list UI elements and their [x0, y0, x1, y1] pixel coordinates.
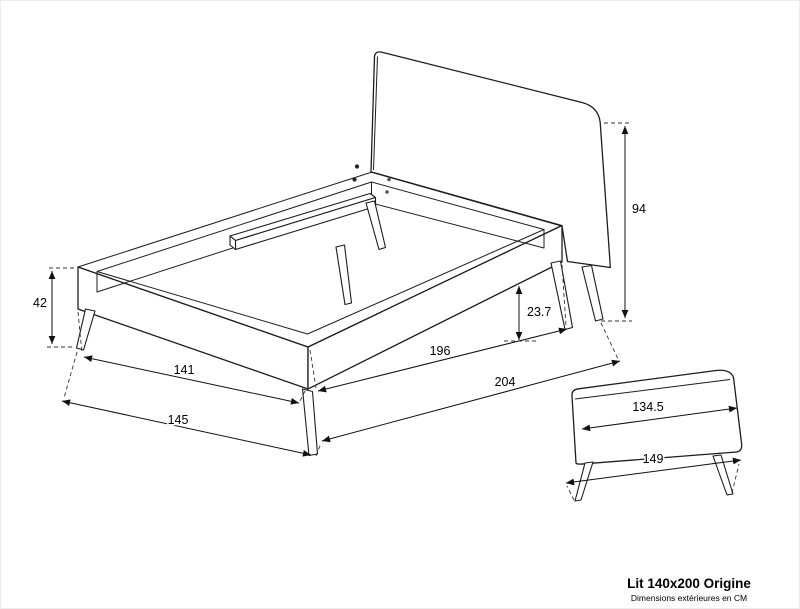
- dim-headboard-height-label: 94: [632, 202, 646, 216]
- dim-headboard-height: 94: [601, 122, 647, 322]
- dim-side-height-label: 42: [33, 296, 47, 310]
- screw-dot: [352, 177, 357, 182]
- headboard-edge-thickness-line: [373, 56, 378, 171]
- frame-right-face: [307, 224, 563, 390]
- bed-isometric-view: [75, 51, 611, 457]
- dim-width-overall: 145: [61, 351, 312, 457]
- headboard-panel: [370, 51, 611, 322]
- headboard-outline: [370, 51, 611, 269]
- dim-length-overall: 204: [315, 322, 621, 457]
- dim-footboard-overall-width: 149: [565, 451, 742, 501]
- dim-width-overall-label: 145: [168, 413, 189, 427]
- center-beam-top: [229, 192, 377, 242]
- head-left-leg: [365, 200, 387, 251]
- dim-width-inner-label: 141: [174, 363, 195, 377]
- head-right-leg: [550, 260, 574, 331]
- dim-footboard-overall-width-label: 149: [643, 452, 664, 466]
- dim-ground-clearance: 23.7: [504, 286, 553, 342]
- footboard-outline: [571, 369, 743, 465]
- screw-dot: [354, 164, 360, 169]
- footboard-detail-view: 134.5 149: [565, 369, 743, 502]
- frame-top-outer-edge: [77, 171, 563, 348]
- footboard-thickness-line: [574, 379, 731, 400]
- screw-dot: [387, 177, 391, 182]
- dim-length-side-label: 196: [430, 344, 451, 358]
- drawing-subtitle: Dimensions extérieures en CM: [631, 593, 747, 603]
- title-block: Lit 140x200 Origine Dimensions extérieur…: [627, 576, 751, 603]
- foot-front-leg: [301, 388, 319, 457]
- dim-footboard-panel-width-label: 134.5: [632, 400, 663, 414]
- drawing-title: Lit 140x200 Origine: [627, 576, 751, 591]
- foot-left-leg: [75, 308, 96, 351]
- bed-frame: [77, 171, 563, 390]
- dim-width-inner: 141: [77, 311, 306, 405]
- headboard-right-leg: [581, 264, 604, 322]
- center-support-beam: [229, 192, 377, 251]
- dim-footboard-panel-width: 134.5: [581, 399, 738, 432]
- screw-dot: [385, 190, 389, 194]
- dim-side-height: 42: [32, 267, 74, 348]
- center-beam-side: [234, 196, 377, 251]
- center-beam-end: [229, 235, 237, 251]
- frame-inner-head-rail: [371, 202, 545, 249]
- dim-ground-clearance-label: 23.7: [527, 305, 551, 319]
- dim-length-overall-label: 204: [495, 375, 516, 389]
- center-beam-leg: [335, 244, 353, 306]
- dimensions-main-view: 42 94 23.7 141 145: [32, 122, 647, 457]
- screw-dots: [352, 164, 391, 194]
